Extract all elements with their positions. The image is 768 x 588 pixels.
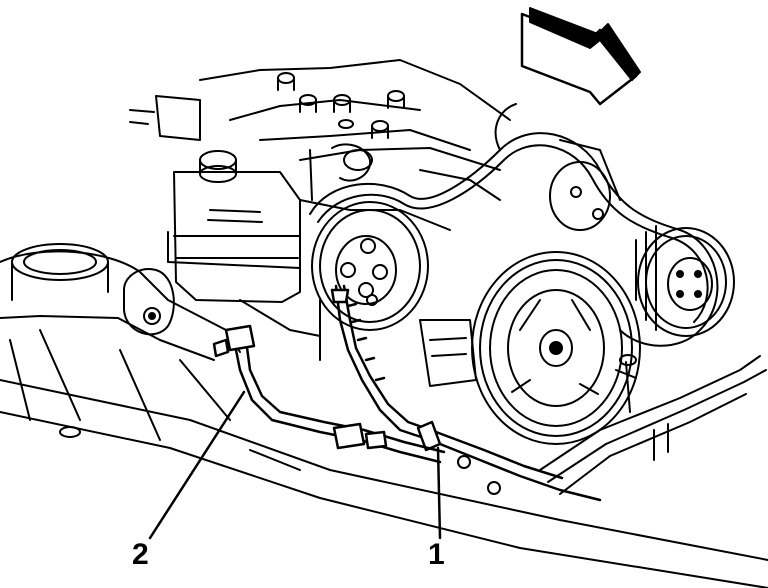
- bolt-heads: [278, 73, 404, 138]
- oil-cooler-lines: [458, 355, 766, 494]
- wiring-harness-1: [332, 286, 600, 500]
- leader-lines: [150, 392, 440, 538]
- wiring-harness-2: [214, 326, 444, 462]
- belt-tensioner: [420, 162, 610, 386]
- front-arrow-icon: [522, 8, 640, 104]
- water-pump-pulley: [312, 202, 428, 330]
- ac-compressor-pulley: [636, 226, 734, 336]
- engine-block: [130, 60, 510, 360]
- frame-crossmember: [0, 244, 768, 588]
- crank-pulley: [472, 252, 640, 444]
- mount-bracket: [124, 269, 174, 334]
- leader-line-1: [438, 448, 440, 538]
- coolant-reservoir: [168, 151, 320, 336]
- callout-label-1: 1: [428, 538, 445, 571]
- leader-line-2: [150, 392, 244, 538]
- callout-label-2: 2: [132, 538, 149, 571]
